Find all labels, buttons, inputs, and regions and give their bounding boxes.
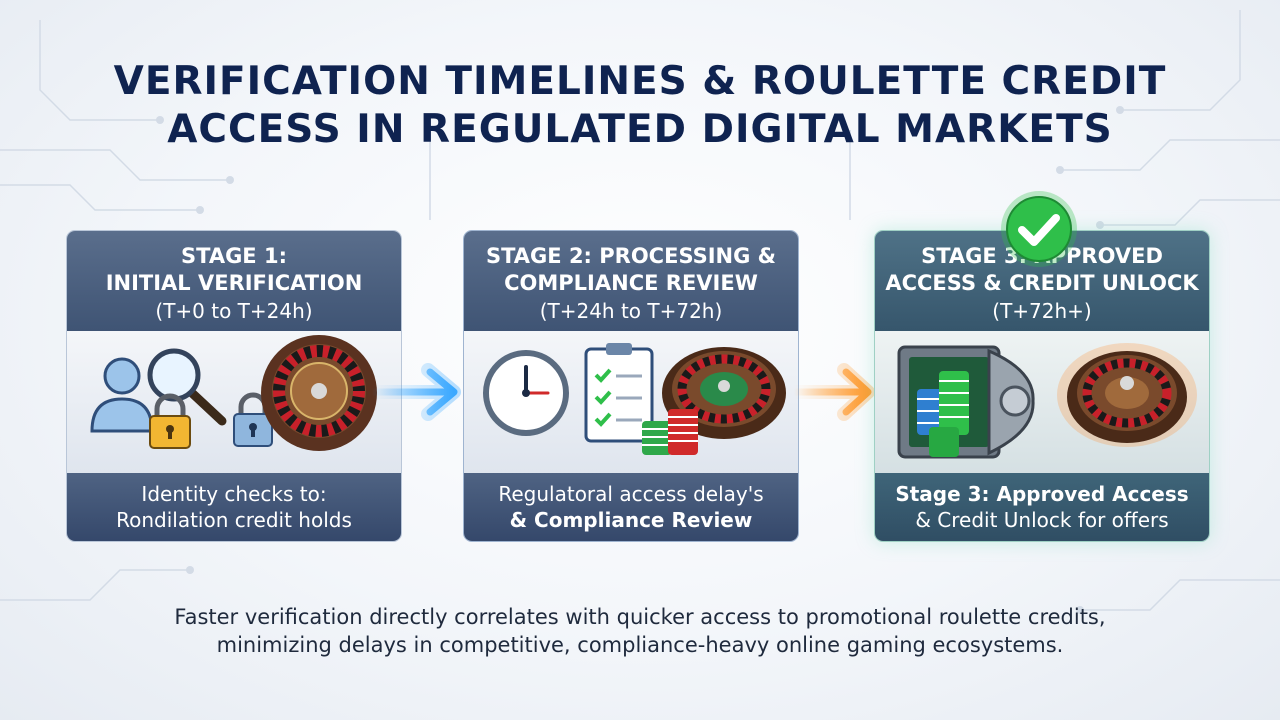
caption: Faster verification directly correlates …: [0, 603, 1280, 659]
stage-2-footer-line-1: Regulatoral access delay's: [498, 482, 764, 506]
chip-stack-icon: [642, 409, 698, 455]
arrow-stage-1-to-2: [372, 363, 461, 421]
check-badge-icon: [1001, 191, 1077, 267]
stage-2-illustration: [464, 331, 798, 473]
stage-2-card: STAGE 2: PROCESSING & COMPLIANCE REVIEW …: [463, 230, 799, 542]
stage-1-footer-line-2: Rondilation credit holds: [116, 508, 352, 532]
stage-3-heading-line-2: ACCESS & CREDIT UNLOCK: [885, 271, 1199, 295]
stage-2-heading-line-2: COMPLIANCE REVIEW: [504, 271, 758, 295]
stage-3-illustration: [875, 331, 1209, 473]
stage-2-timeframe: (T+24h to T+72h): [539, 299, 723, 323]
caption-line-1: Faster verification directly correlates …: [174, 605, 1106, 629]
stage-3-footer: Stage 3: Approved Access & Credit Unlock…: [875, 473, 1209, 541]
stage-3-timeframe: (T+72h+): [992, 299, 1092, 323]
roulette-wheel-icon: [1057, 343, 1197, 447]
roulette-wheel-icon: [261, 335, 377, 451]
stage-1-footer: Identity checks to: Rondilation credit h…: [67, 473, 401, 541]
chip-stack-icon: [917, 371, 969, 457]
stage-2-footer: Regulatoral access delay's & Compliance …: [464, 473, 798, 541]
stage-1-heading-line-2: INITIAL VERIFICATION: [105, 271, 363, 295]
stage-1-header: STAGE 1: INITIAL VERIFICATION (T+0 to T+…: [67, 231, 401, 331]
user-icon: [90, 357, 154, 433]
page-title: VERIFICATION TIMELINES & ROULETTE CREDIT…: [0, 58, 1280, 154]
stage-2-heading-line-1: STAGE 2: PROCESSING &: [485, 244, 776, 268]
stage-2-header: STAGE 2: PROCESSING & COMPLIANCE REVIEW …: [464, 231, 798, 331]
stage-1-illustration: [67, 331, 401, 473]
stage-1-card: STAGE 1: INITIAL VERIFICATION (T+0 to T+…: [66, 230, 402, 542]
stage-1-heading-line-1: STAGE 1:: [181, 244, 287, 268]
stage-3-card: STAGE 3: APPROVED ACCESS & CREDIT UNLOCK…: [874, 230, 1210, 542]
stage-2-footer-line-2: & Compliance Review: [509, 508, 753, 532]
caption-line-2: minimizing delays in competitive, compli…: [216, 633, 1064, 657]
stage-3-footer-line-2: & Credit Unlock for offers: [915, 508, 1169, 532]
stage-3-footer-line-1: Stage 3: Approved Access: [895, 482, 1189, 506]
clock-icon: [483, 350, 569, 436]
title-line-2: ACCESS IN REGULATED DIGITAL MARKETS: [167, 107, 1113, 152]
stage-1-timeframe: (T+0 to T+24h): [155, 299, 313, 323]
checklist-icon: [584, 343, 654, 443]
stage-3-header: STAGE 3: APPROVED ACCESS & CREDIT UNLOCK…: [875, 231, 1209, 331]
padlock-icon: [149, 393, 191, 449]
title-line-1: VERIFICATION TIMELINES & ROULETTE CREDIT: [113, 59, 1167, 104]
arrow-stage-2-to-3: [794, 363, 875, 421]
stage-1-footer-line-1: Identity checks to:: [141, 482, 327, 506]
magnifier-icon: [147, 348, 227, 426]
